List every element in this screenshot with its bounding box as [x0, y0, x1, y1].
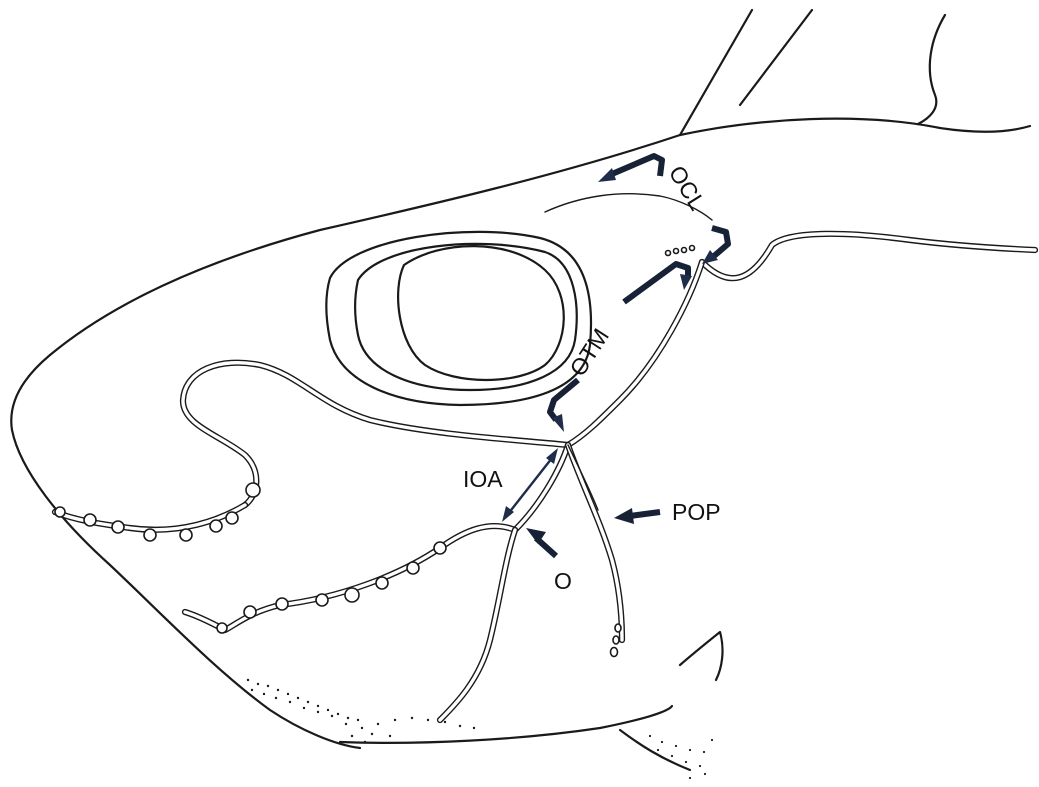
canal-pores	[55, 246, 695, 657]
ocl-label: OCL	[664, 161, 711, 215]
otm-bracket	[550, 264, 692, 432]
eye	[326, 232, 591, 405]
lateral-line-canals	[55, 234, 1035, 720]
ocl-bracket	[598, 156, 728, 264]
o-label: O	[554, 568, 572, 594]
stippling	[247, 679, 713, 779]
o-arrow	[526, 528, 556, 556]
ioa-label: IOA	[463, 466, 503, 492]
pop-arrow	[614, 508, 660, 524]
head-outline	[11, 10, 1030, 770]
pop-label: POP	[672, 499, 721, 525]
